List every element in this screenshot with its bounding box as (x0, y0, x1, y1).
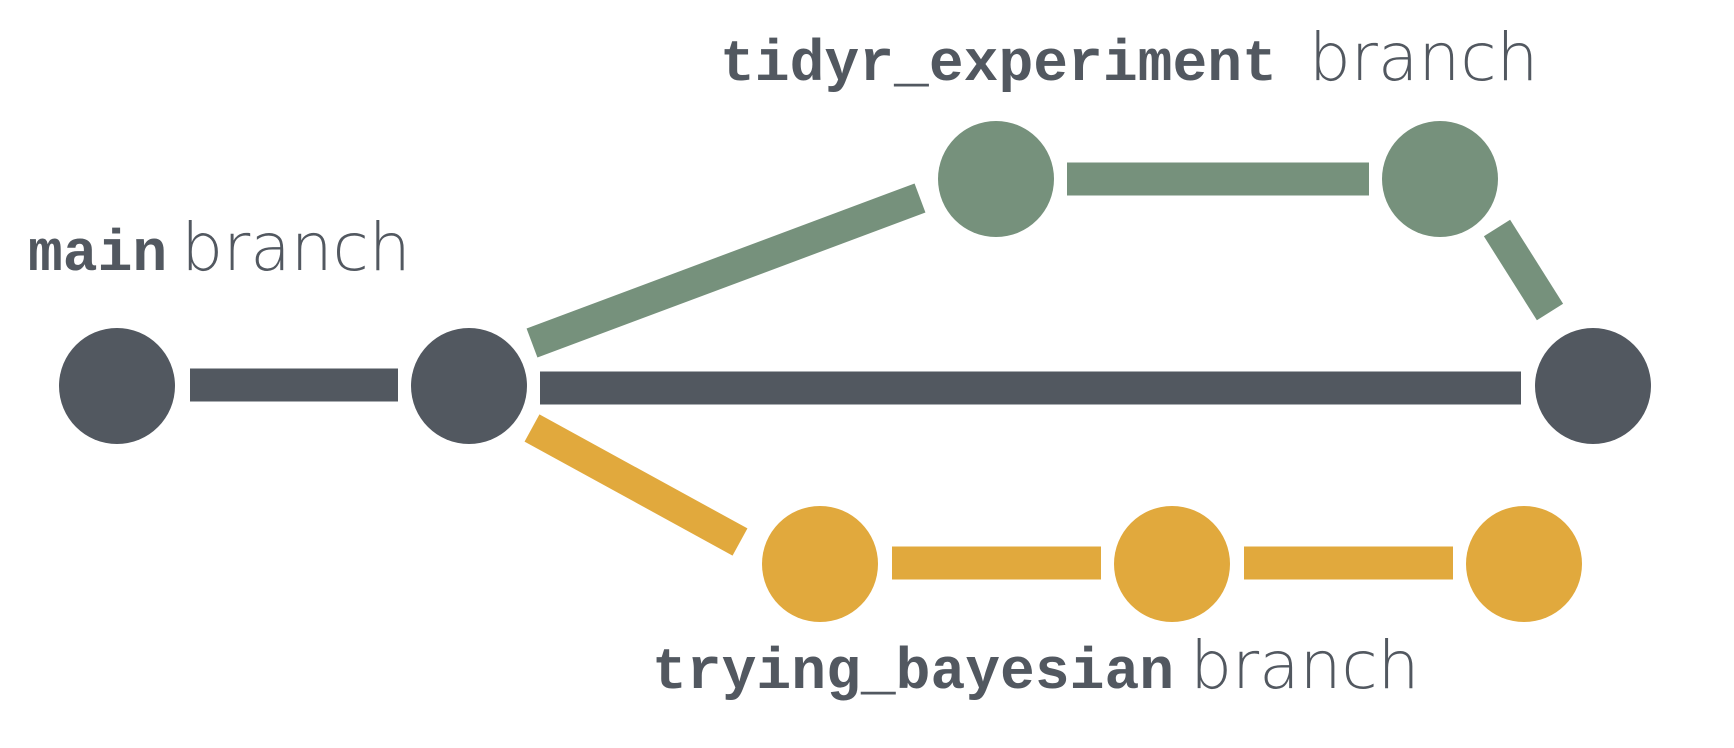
commit-bayes-1 (762, 506, 878, 622)
label-main-suffix: branch (181, 209, 410, 286)
label-bayes-name: trying_bayesian (652, 641, 1174, 706)
commit-tidyr-1 (938, 121, 1054, 237)
commit-bayes-3 (1466, 506, 1582, 622)
label-tidyr-suffix: branch (1309, 19, 1538, 96)
label-main-name: main (28, 223, 167, 288)
label-tidyr: tidyr_experiment branch (720, 19, 1538, 98)
commit-main-3 (1535, 328, 1651, 444)
connector-tidyr-3 (1483, 219, 1564, 321)
connector-bayes-1 (524, 414, 748, 556)
commit-main-1 (59, 328, 175, 444)
commit-tidyr-2 (1382, 121, 1498, 237)
connector-tidyr-1 (526, 183, 926, 358)
label-bayes-suffix: branch (1190, 627, 1419, 704)
label-tidyr-name: tidyr_experiment (720, 33, 1277, 98)
commit-bayes-2 (1114, 506, 1230, 622)
commit-main-2 (411, 328, 527, 444)
